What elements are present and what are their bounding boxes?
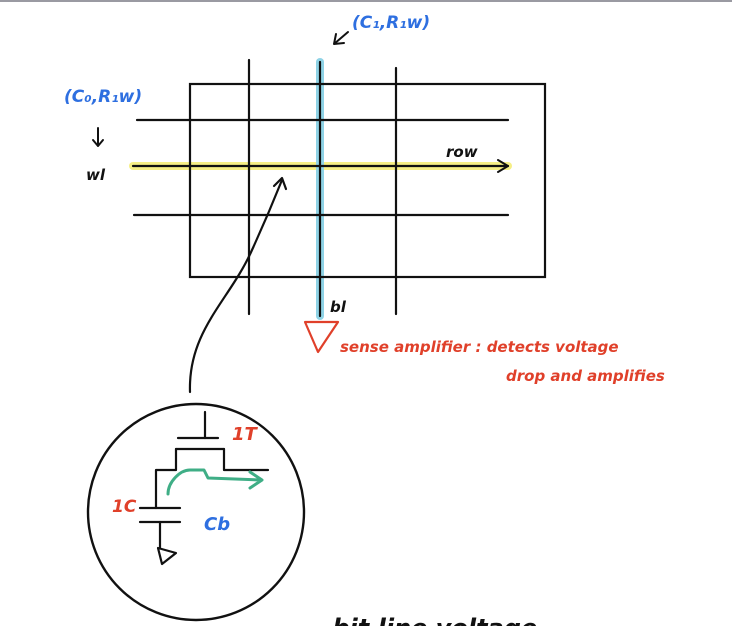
bottom-cutoff-text: … bit line voltage … (300, 614, 570, 626)
arrow-right-icon (497, 159, 509, 173)
cell-pointer-curve (188, 178, 284, 394)
transistor-label: 1T (232, 424, 259, 445)
triangle-down-icon (303, 320, 340, 354)
top-rule (0, 0, 732, 2)
ground-symbol-icon (156, 546, 178, 566)
arrow-down-left-icon (333, 31, 349, 45)
magnified-cell-circle (86, 402, 306, 622)
capacitor-label: 1C (112, 497, 137, 517)
wordline-label: wl (86, 166, 106, 184)
cb-label: Cb (204, 514, 230, 535)
top-coord-label: (C₁,R₁w) (352, 13, 430, 33)
row-label: row (446, 143, 478, 161)
capacitor-symbol (138, 506, 182, 550)
sense-amp-label-line1: sense amplifier : detects voltage (340, 338, 619, 356)
memory-array-box (188, 82, 547, 279)
arrow-down-icon (92, 127, 104, 147)
bitline-label: bl (330, 298, 347, 316)
pointer-arrowhead (272, 176, 288, 191)
current-flow-arrow (166, 468, 264, 496)
transistor-symbol (154, 410, 270, 510)
left-coord-label: (C₀,R₁w) (64, 87, 142, 107)
sense-amp-label-line2: drop and amplifies (506, 367, 665, 385)
